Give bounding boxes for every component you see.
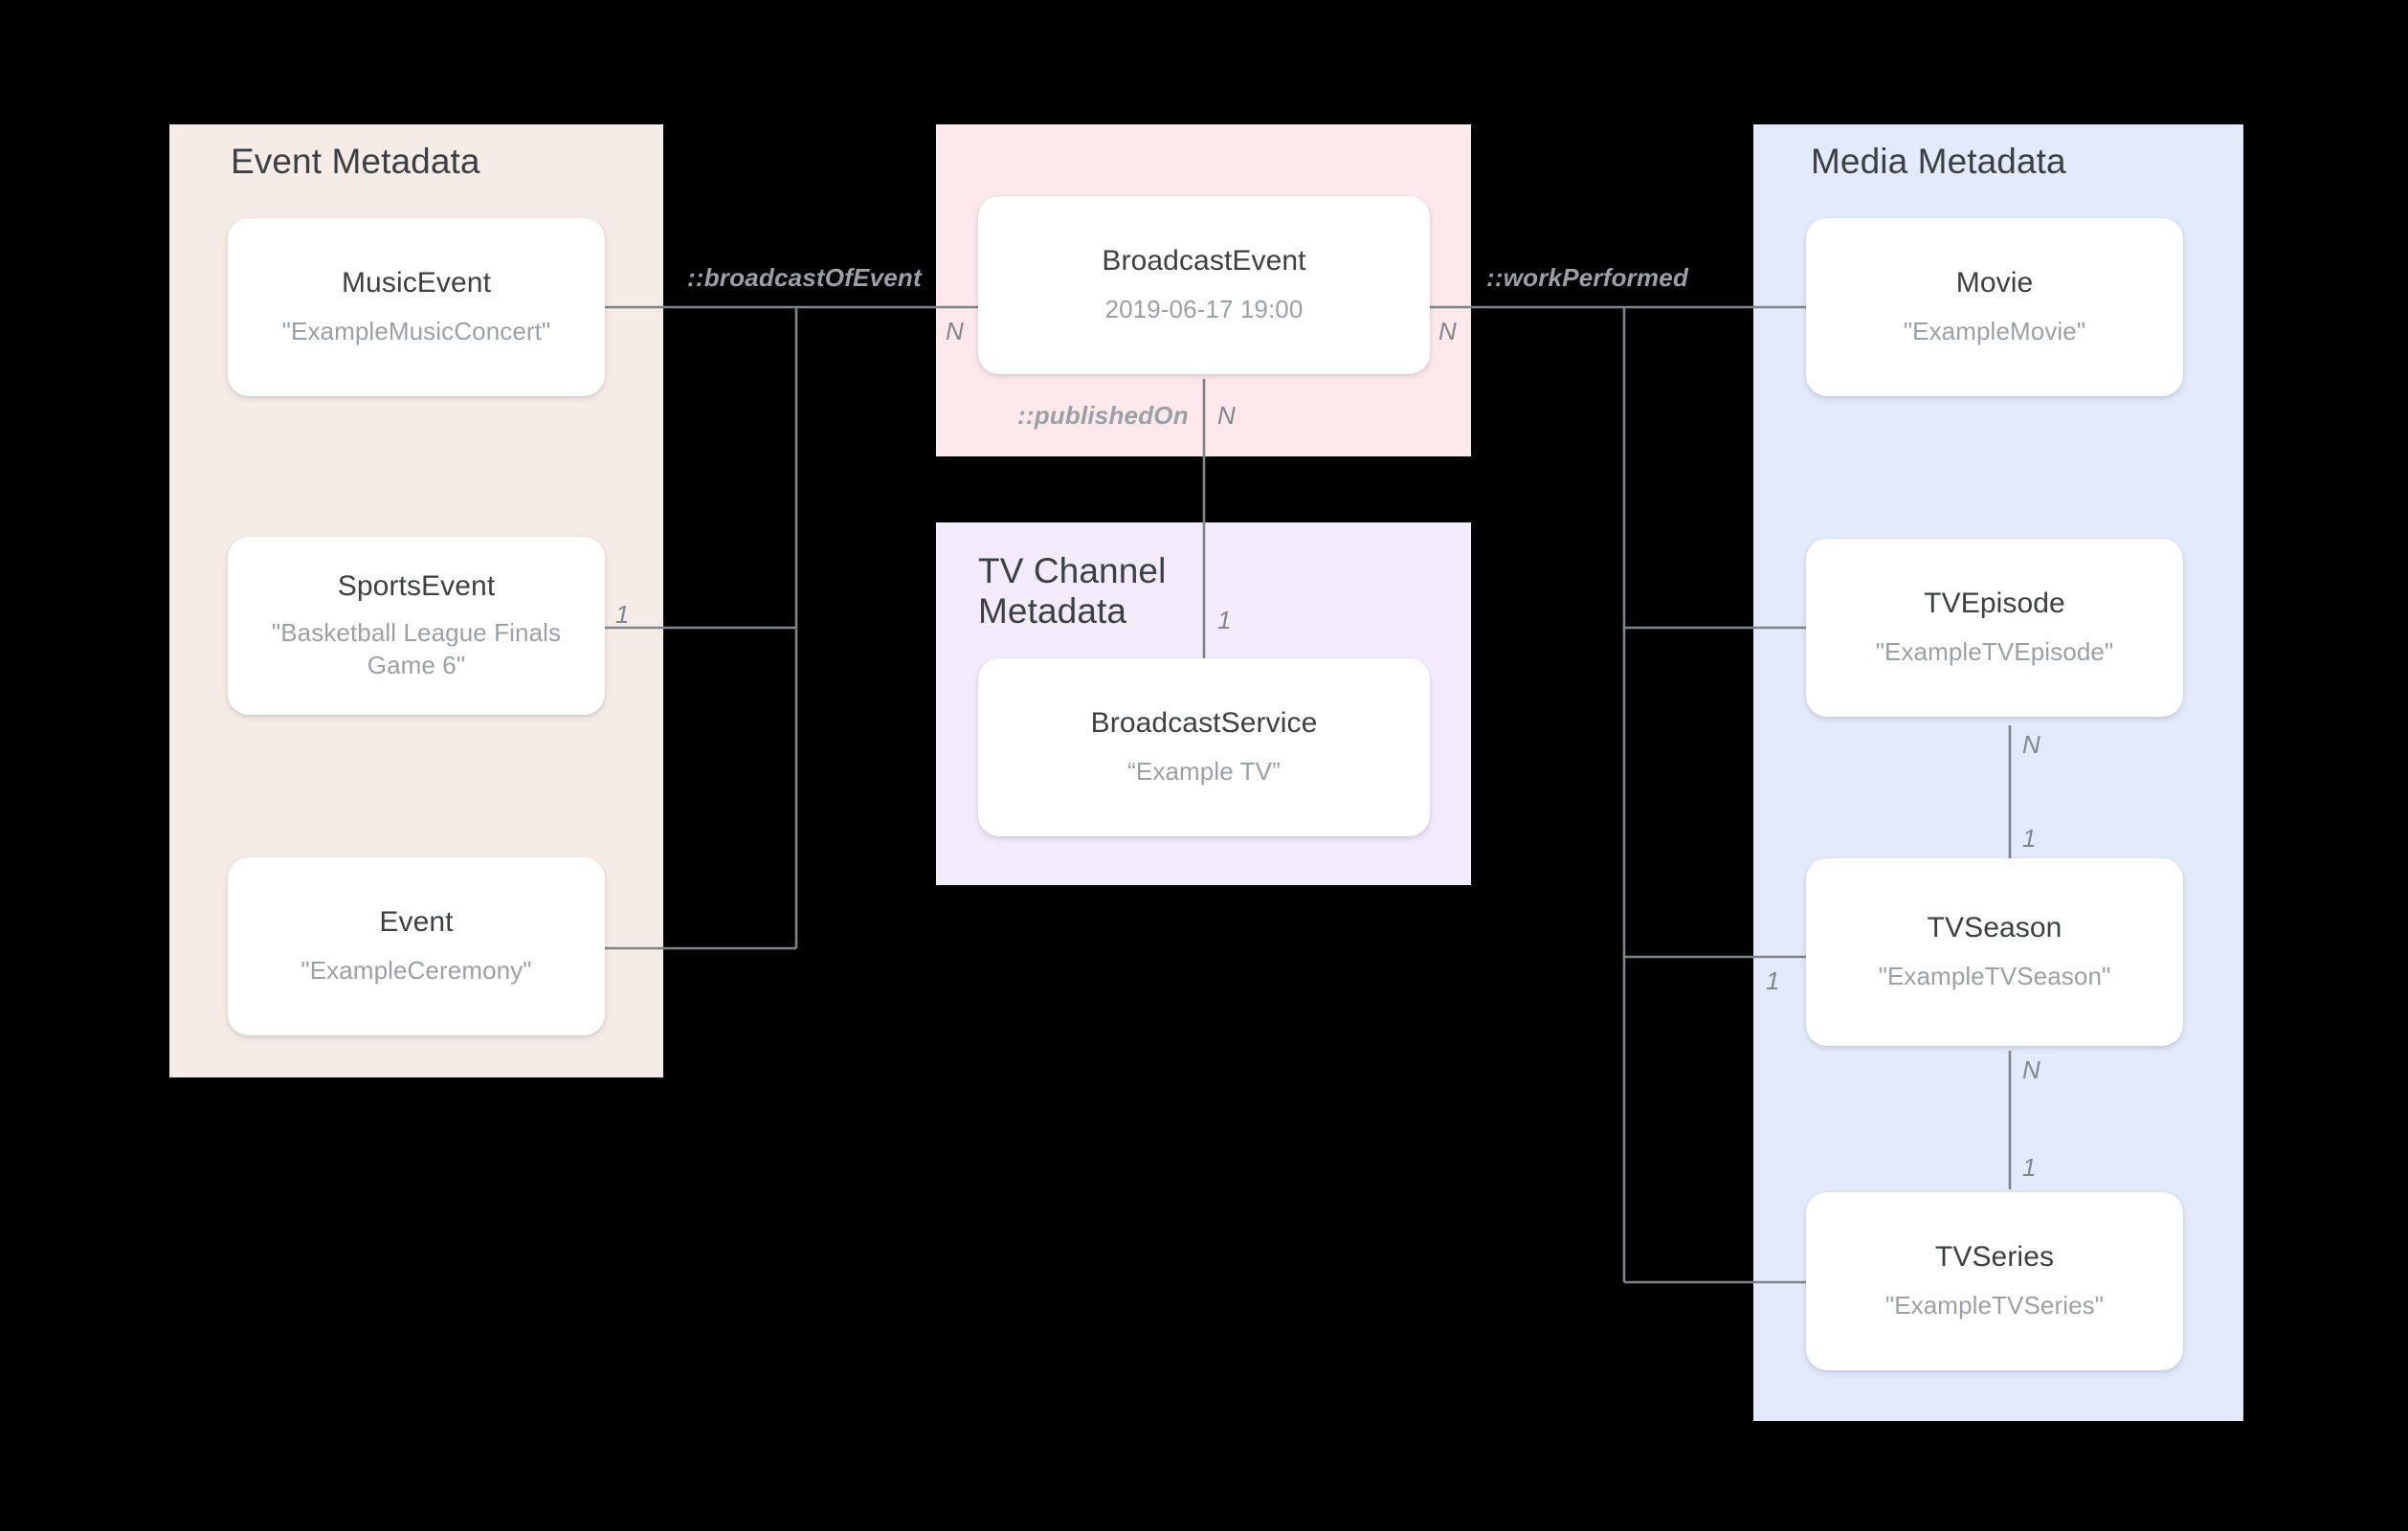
relationship-label-broadcast-of-event: ::broadcastOfEvent bbox=[687, 263, 922, 292]
entity-tv-season[interactable]: TVSeason "ExampleTVSeason" bbox=[1806, 858, 2183, 1046]
entity-name-event: Event bbox=[379, 906, 454, 939]
entity-event[interactable]: Event "ExampleCeremony" bbox=[228, 857, 605, 1035]
entity-value-movie: "ExampleMovie" bbox=[1903, 317, 2086, 346]
entity-value-broadcast-event: 2019-06-17 19:00 bbox=[1104, 295, 1304, 324]
entity-movie[interactable]: Movie "ExampleMovie" bbox=[1806, 218, 2183, 396]
entity-value-tv-episode: "ExampleTVEpisode" bbox=[1875, 637, 2114, 667]
entity-value-event: "ExampleCeremony" bbox=[301, 956, 532, 986]
relationship-label-published-on: ::publishedOn bbox=[1017, 401, 1189, 430]
entity-tv-episode[interactable]: TVEpisode "ExampleTVEpisode" bbox=[1806, 539, 2183, 717]
panel-title-media-metadata: Media Metadata bbox=[1811, 142, 2066, 181]
relationship-label-work-performed: ::workPerformed bbox=[1486, 263, 1689, 292]
entity-name-sports-event: SportsEvent bbox=[337, 570, 496, 603]
cardinality-tv-season-n: N bbox=[2022, 1055, 2040, 1084]
entity-name-music-event: MusicEvent bbox=[341, 267, 492, 300]
cardinality-published-on-n: N bbox=[1217, 401, 1236, 430]
cardinality-sports-event-one: 1 bbox=[615, 600, 630, 629]
entity-name-tv-episode: TVEpisode bbox=[1924, 588, 2065, 620]
entity-value-tv-series: "ExampleTVSeries" bbox=[1884, 1291, 2105, 1320]
cardinality-broadcast-event-left-n: N bbox=[946, 317, 964, 345]
entity-name-tv-series: TVSeries bbox=[1934, 1241, 2055, 1274]
cardinality-tv-episode-n: N bbox=[2022, 730, 2040, 759]
entity-value-music-event: "ExampleMusicConcert" bbox=[281, 317, 551, 346]
entity-name-broadcast-service: BroadcastService bbox=[1090, 707, 1318, 740]
entity-sports-event[interactable]: SportsEvent "Basketball League Finals Ga… bbox=[228, 537, 605, 715]
entity-name-tv-season: TVSeason bbox=[1927, 912, 2062, 944]
cardinality-tv-season-left-one: 1 bbox=[1766, 966, 1780, 995]
entity-music-event[interactable]: MusicEvent "ExampleMusicConcert" bbox=[228, 218, 605, 396]
panel-title-event-metadata: Event Metadata bbox=[231, 142, 480, 181]
entity-broadcast-event[interactable]: BroadcastEvent 2019-06-17 19:00 bbox=[978, 196, 1430, 374]
entity-tv-series[interactable]: TVSeries "ExampleTVSeries" bbox=[1806, 1192, 2183, 1370]
entity-value-tv-season: "ExampleTVSeason" bbox=[1878, 962, 2111, 991]
entity-broadcast-service[interactable]: BroadcastService “Example TV” bbox=[978, 658, 1430, 836]
entity-value-sports-event: "Basketball League Finals Game 6" bbox=[271, 618, 562, 679]
cardinality-broadcast-event-right-n: N bbox=[1438, 317, 1457, 345]
entity-name-movie: Movie bbox=[1955, 267, 2034, 300]
cardinality-broadcast-service-one: 1 bbox=[1217, 606, 1232, 634]
panel-title-tv-channel-metadata: TV Channel Metadata bbox=[978, 551, 1167, 632]
entity-value-broadcast-service: “Example TV” bbox=[1127, 757, 1281, 787]
cardinality-tv-season-one-from-episode: 1 bbox=[2022, 824, 2037, 853]
entity-name-broadcast-event: BroadcastEvent bbox=[1102, 245, 1306, 277]
cardinality-tv-series-one: 1 bbox=[2022, 1153, 2037, 1182]
